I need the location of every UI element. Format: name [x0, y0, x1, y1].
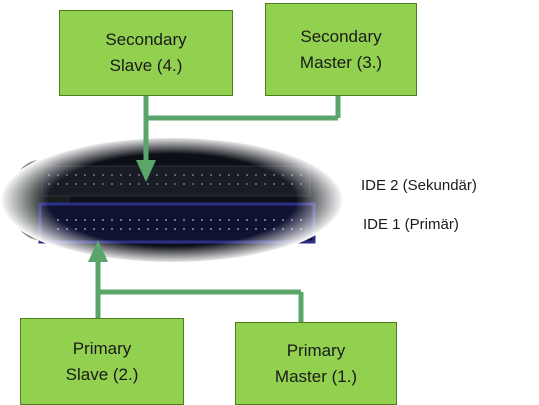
- secondary-arrowhead: [136, 160, 156, 182]
- primary-slave-line2: Slave (2.): [65, 364, 139, 384]
- secondary-master-line1: Secondary: [300, 26, 382, 46]
- secondary-master-box: Secondary Master (3.): [265, 3, 417, 96]
- ide2-label: IDE 2 (Sekundär): [361, 177, 477, 194]
- secondary-slave-line2: Slave (4.): [109, 56, 183, 75]
- secondary-connector-lines: [143, 96, 341, 166]
- primary-connector-lines: [95, 258, 304, 322]
- ide1-label: IDE 1 (Primär): [363, 216, 459, 233]
- board-vignette: [0, 136, 344, 264]
- secondary-master-line2: Master (3.): [299, 52, 383, 72]
- primary-master-line2: Master (1.): [274, 366, 358, 386]
- primary-arrowhead: [88, 240, 108, 262]
- primary-master-box: Primary Master (1.): [235, 322, 397, 405]
- primary-master-line1: Primary: [286, 340, 346, 360]
- secondary-slave-line1: Secondary: [105, 30, 187, 49]
- secondary-slave-box: Secondary Slave (4.): [59, 10, 233, 96]
- primary-slave-box: Primary Slave (2.): [20, 318, 184, 405]
- primary-slave-line1: Primary: [72, 338, 132, 358]
